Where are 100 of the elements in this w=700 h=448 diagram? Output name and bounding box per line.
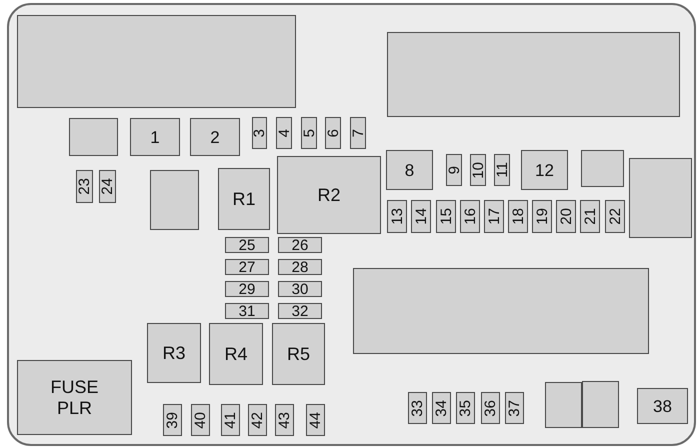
fuse-number: 39 [165,412,180,428]
fuse [275,404,294,436]
fuse-number: 27 [238,260,256,274]
fuse-number: 32 [292,304,308,318]
fuse [278,259,322,275]
fuse [278,237,322,253]
fuse [301,117,317,149]
fuse [508,200,528,233]
relay [272,323,325,385]
fuse [386,150,433,190]
fuse-number: 10 [470,162,486,178]
relay-label: R5 [286,345,310,363]
fuse-number: 36 [483,400,498,416]
fuse [306,404,325,436]
fuse [411,200,431,233]
fuse-number: 3 [252,128,267,138]
blank-slot [545,382,582,428]
fuse [460,200,480,233]
blank-slot [150,170,199,230]
fuse-number: 2 [210,128,220,146]
fuse [408,392,427,424]
fuse-number: 35 [458,400,473,416]
fuse [494,154,510,186]
fuse-number: 18 [510,208,526,225]
fuse-number: 14 [414,208,428,225]
fuse-number: 22 [608,208,622,225]
fuse-number: 23 [77,178,92,195]
blank-module [387,32,680,117]
fuse [225,303,269,319]
fuse-number: 30 [292,282,308,296]
relay [147,323,201,383]
fuse-number: 43 [277,412,292,428]
fuse [225,281,269,297]
fuse-number: 9 [446,166,462,174]
fuse [436,200,456,233]
fuse [637,388,688,424]
fuse-number: 7 [350,128,366,138]
fuse-number: 6 [326,128,340,138]
fuse-number: 44 [308,412,323,428]
fuse [252,117,267,149]
blank-slot [581,150,624,187]
fuse-number: 41 [223,412,238,428]
relay [218,168,270,230]
fuse-number: 31 [238,304,256,318]
fuse [456,392,475,424]
fuse-number: 8 [404,162,414,178]
fuse [191,404,210,436]
blank-module [17,15,296,108]
fuse [225,237,269,253]
fuse-number: 19 [534,208,550,225]
fuse [484,200,504,233]
fuse [325,117,341,149]
fuse [190,118,240,156]
relay [209,323,263,385]
fuse [248,404,267,436]
fuse-puller-slot [17,360,132,435]
fuse-number: 34 [434,400,449,416]
fuse [505,392,524,424]
fuse-number: 37 [507,400,522,416]
fuse-number: 26 [292,238,308,252]
relay-label: R2 [317,186,340,204]
fuse-number: 16 [462,208,478,225]
fuse [278,281,322,297]
fuse-number: 33 [410,400,425,416]
fuse [76,170,93,203]
fuse-number: 21 [582,208,598,225]
fuse-number: 12 [535,162,554,178]
fuse-number: 29 [238,282,256,296]
fuse [446,154,462,186]
fuse-number: 1 [150,128,160,146]
fuse-number: 28 [292,260,308,274]
fuse-number: 15 [438,208,454,225]
blank-slot [69,118,118,156]
fuse [481,392,500,424]
fuse [605,200,625,233]
relay-label: R4 [224,345,248,363]
fuse [470,154,486,186]
fuse-number: 13 [390,208,404,225]
fuse [99,170,116,203]
fuse [521,150,568,190]
fuse-number: 5 [302,128,316,138]
blank-module [353,268,649,354]
fuse [350,117,366,149]
fuse [276,117,292,149]
fuse [532,200,552,233]
fuse [130,118,180,156]
blank-slot [582,381,619,428]
fuse-number: 24 [100,178,115,195]
fuse-number: 25 [238,238,256,252]
fuse [432,392,451,424]
fuse-number: 38 [653,398,672,414]
fuse-number: 20 [558,208,574,225]
blank-slot [629,158,692,238]
fuse [580,200,600,233]
fuse-number: 40 [193,412,208,428]
relay [277,156,381,234]
relay-label: R3 [162,344,186,362]
fuse [221,404,240,436]
fuse [163,404,182,436]
fuse [556,200,576,233]
